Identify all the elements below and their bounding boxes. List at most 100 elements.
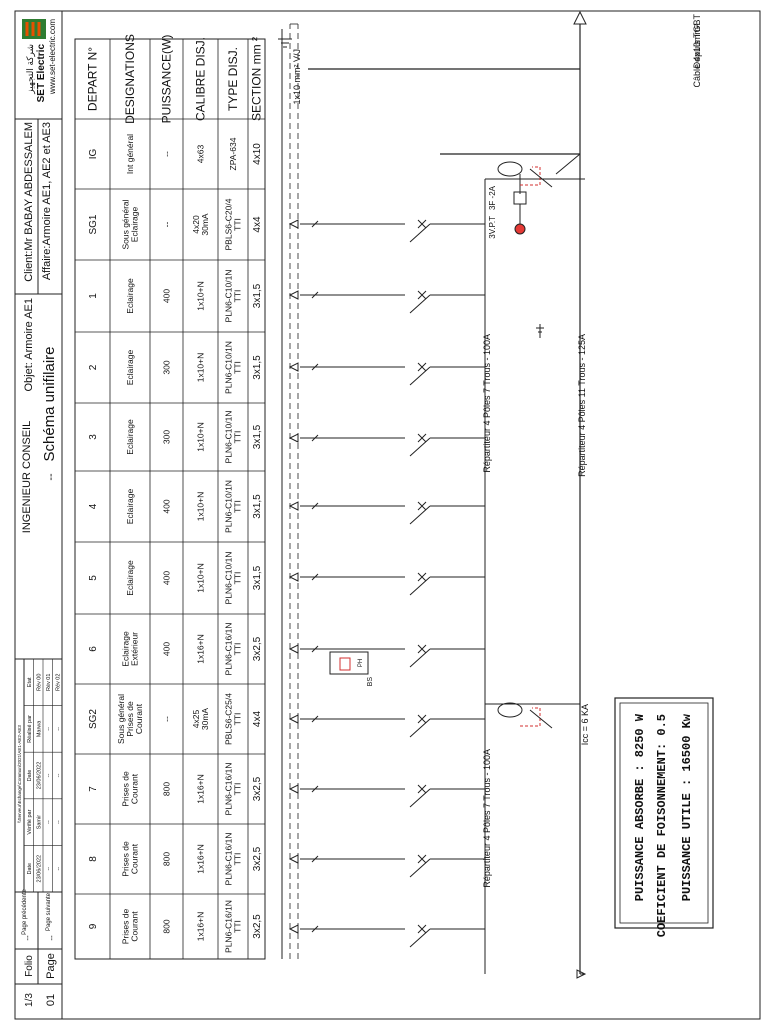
- text-line: 8: [88, 856, 99, 862]
- fuse-label: 3F -2A: [488, 185, 497, 210]
- text-line: 1x10+N: [195, 353, 205, 383]
- feeder-arrow-icon: [288, 572, 299, 582]
- source-label: Depuis TGBT: [692, 14, 702, 69]
- text-line: 4x4: [252, 216, 263, 233]
- company-website[interactable]: www.set-electric.com: [48, 19, 57, 95]
- breaker-icon: [409, 928, 431, 948]
- page-value: 01: [45, 994, 57, 1006]
- cable-mark-icon: [311, 363, 319, 371]
- revision-cell: --: [55, 820, 61, 824]
- text-line: PLN6-C16/1N: [224, 833, 234, 886]
- sheet-title: Schéma unifilaire: [41, 346, 58, 461]
- text-line: Prises de: [121, 909, 131, 945]
- prev-page-value[interactable]: --: [23, 935, 32, 941]
- text-line: 400: [161, 289, 171, 303]
- revision-cell: Rév 02: [55, 674, 61, 691]
- text-line: SG2: [88, 709, 99, 729]
- text-line: Eclairage: [125, 350, 135, 386]
- text-line: 4: [88, 503, 99, 509]
- text-line: 1x16+N: [195, 634, 205, 664]
- text-line: Extérieur: [129, 632, 139, 666]
- text-line: 2: [88, 364, 99, 370]
- text-line: 30mA: [200, 213, 210, 236]
- text-line: 3x1,5: [252, 424, 263, 449]
- text-line: TTI: [232, 431, 242, 444]
- text-line: Int général: [125, 134, 135, 174]
- indicator-lamp-icon: [514, 223, 526, 235]
- table-cell: 400: [161, 289, 171, 303]
- timer-relay-icon: [329, 651, 369, 675]
- coefficient: COEFICIENT DE FOISONNEMENT: 0.5: [655, 714, 669, 937]
- text-line: 1x10+N: [195, 422, 205, 452]
- feed-arrow-icon: [573, 10, 587, 25]
- table-cell: Int général: [125, 134, 135, 174]
- folio-label: Folio: [24, 955, 35, 977]
- source-cable: Câble 4x10mm²: [692, 24, 702, 88]
- earth-icon: [536, 324, 544, 338]
- text-line: PUISSANCE(W): [160, 35, 174, 124]
- text-line: 3x2,5: [252, 776, 263, 801]
- differential-link: [520, 707, 541, 727]
- next-page-label: Page suivante: [46, 892, 52, 931]
- breaker-icon: [409, 223, 431, 243]
- table-cell: 3x2,5: [252, 776, 263, 801]
- text-line: TTI: [232, 643, 242, 656]
- text-line: TTI: [232, 218, 242, 231]
- text-line: TTI: [232, 783, 242, 796]
- table-cell: 2: [88, 364, 99, 370]
- text-line: PLN6-C16/1N: [224, 763, 234, 816]
- table-cell: --: [161, 151, 171, 157]
- revision-cell: Rév 00: [36, 674, 42, 691]
- breaker-icon: [409, 294, 431, 314]
- table-cell: 4x63: [195, 145, 205, 164]
- text-line: 3x1,5: [252, 565, 263, 590]
- table-cell: 5: [88, 575, 99, 581]
- table-cell: 3x1,5: [252, 355, 263, 380]
- table-cell: 1x10+N: [195, 353, 205, 383]
- text-line: PLN6-C16/1N: [224, 623, 234, 676]
- revision-cell: Date: [27, 770, 33, 782]
- text-line: Courant: [134, 703, 144, 734]
- main-bus-label: Répartiteur 4 Pôles 11 Trous - 125A: [577, 334, 587, 477]
- text-line: Courant: [129, 911, 139, 942]
- text-line: DESIGNATIONS: [123, 34, 137, 124]
- text-line: 1x10+N: [195, 492, 205, 522]
- text-line: Prises de: [121, 841, 131, 877]
- next-page-value[interactable]: --: [47, 935, 56, 941]
- text-line: --: [161, 151, 171, 157]
- table-cell: 9: [88, 923, 99, 929]
- table-cell: 3x1,5: [252, 283, 263, 308]
- table-cell: 1x10+N: [195, 492, 205, 522]
- cable-mark-icon: [311, 645, 319, 653]
- table-cell: Prises deCourant: [121, 909, 140, 945]
- page-label: Page: [45, 953, 57, 979]
- text-line: TTI: [232, 713, 242, 726]
- table-cell: 300: [161, 360, 171, 374]
- power-useful: PUISSANCE UTILE : 16500 Kw: [680, 713, 694, 901]
- pager: Page précédente -- Page suivante -- Foli…: [22, 888, 57, 1006]
- revision-cell: Réalisé par: [27, 715, 33, 743]
- text-line: Eclairage: [125, 278, 135, 314]
- table-cell: PLN6-C16/1NTTI: [224, 763, 243, 816]
- text-line: PBLS6-C20/4: [224, 198, 234, 250]
- text-line: DEPART N°: [86, 47, 100, 111]
- revision-cell: Samir: [36, 815, 42, 830]
- breaker-cross-icon: [417, 572, 427, 582]
- table-cell: 4x2030mA: [191, 213, 210, 236]
- revision-table: \\Serveur\Echange\Commun\2021\AE1-AE2-AE…: [17, 658, 62, 893]
- revision-cell: Vérifié par: [27, 809, 33, 834]
- text-line: PLN6-C10/1N: [224, 552, 234, 605]
- table-cell: 800: [161, 919, 171, 933]
- company-logo: شركة التجهيز SET Electric www.set-electr…: [18, 17, 58, 112]
- revision-cell: Etat: [27, 677, 33, 687]
- differential-link: [520, 166, 541, 186]
- breaker-icon: [409, 576, 431, 596]
- text-line: Eclairage: [125, 560, 135, 596]
- text-line: SG1: [88, 214, 99, 234]
- table-cell: SG2: [88, 709, 99, 729]
- breaker-icon: [409, 648, 431, 668]
- breaker-cross-icon: [417, 644, 427, 654]
- engineer-value: --: [45, 473, 57, 481]
